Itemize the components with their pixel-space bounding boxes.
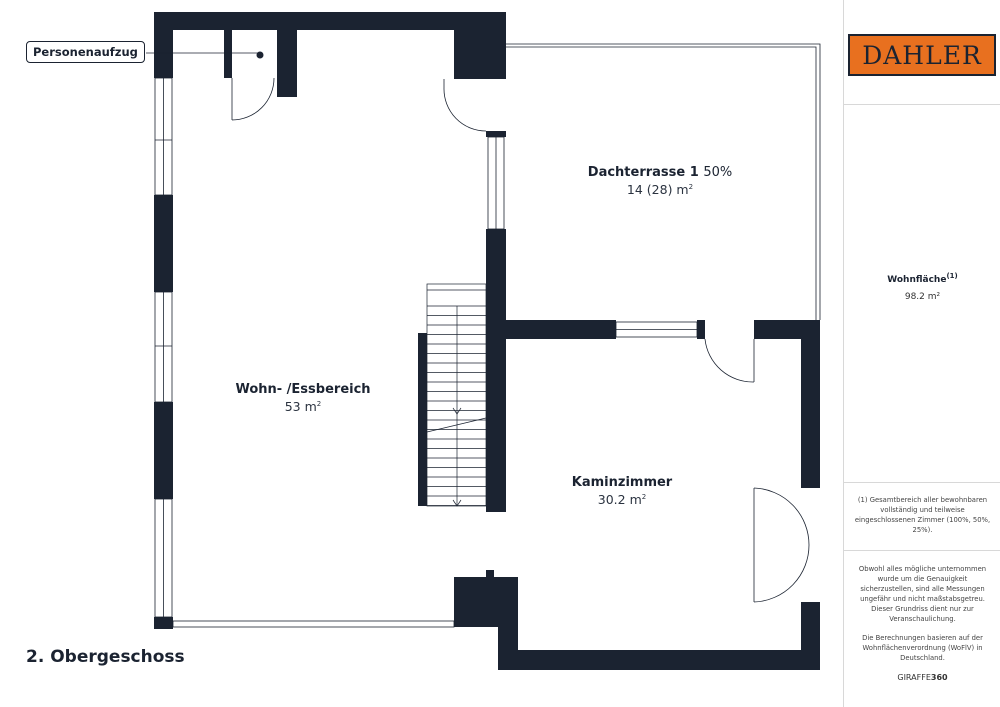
calculation-note: Die Berechnungen basieren auf der Wohnfl… <box>862 634 983 662</box>
room-name: Kaminzimmer <box>571 475 673 490</box>
wohnflaeche-value: 98.2 m² <box>904 292 941 302</box>
disclaimer: Obwohl alles mögliche unternommen wurde … <box>858 565 987 623</box>
area-section: Wohnfläche(1) 98.2 m² <box>844 104 1000 483</box>
room-area: 30.2 m2 <box>597 492 647 507</box>
staircase <box>426 283 487 507</box>
footnote-section: (1) Gesamtbereich aller bewohnbaren voll… <box>844 482 1000 551</box>
room-wohn: Wohn- /Essbereich 53 m2 <box>235 382 370 414</box>
windows <box>154 43 821 628</box>
doors <box>231 77 810 603</box>
brand: GIRAFFE360 <box>897 673 948 682</box>
elevator-marker <box>146 51 264 59</box>
elevator-label: Personenaufzug <box>26 41 145 63</box>
sidebar: DAHLER Wohnfläche(1) 98.2 m² (1) Gesamtb… <box>843 0 1000 707</box>
floor-plan <box>146 12 821 670</box>
footnote: (1) Gesamtbereich aller bewohnbaren voll… <box>854 496 991 534</box>
room-area: 53 m2 <box>284 399 322 414</box>
walls <box>154 12 820 670</box>
logo-section: DAHLER <box>844 0 1000 105</box>
room-kamin: Kaminzimmer 30.2 m2 <box>572 475 672 507</box>
room-name: Wohn- /Essbereich <box>235 382 371 397</box>
wohnflaeche: Wohnfläche(1) 98.2 m² <box>844 272 1000 302</box>
floor-title: 2. Obergeschoss <box>26 647 185 667</box>
dahler-logo: DAHLER <box>848 34 996 76</box>
room-area: 14 (28) m2 <box>626 182 694 197</box>
room-terrasse: Dachterrasse 1 50% 14 (28) m2 <box>588 165 732 197</box>
wohnflaeche-label: Wohnfläche(1) <box>887 272 958 285</box>
room-name: Dachterrasse 1 50% <box>587 165 733 180</box>
